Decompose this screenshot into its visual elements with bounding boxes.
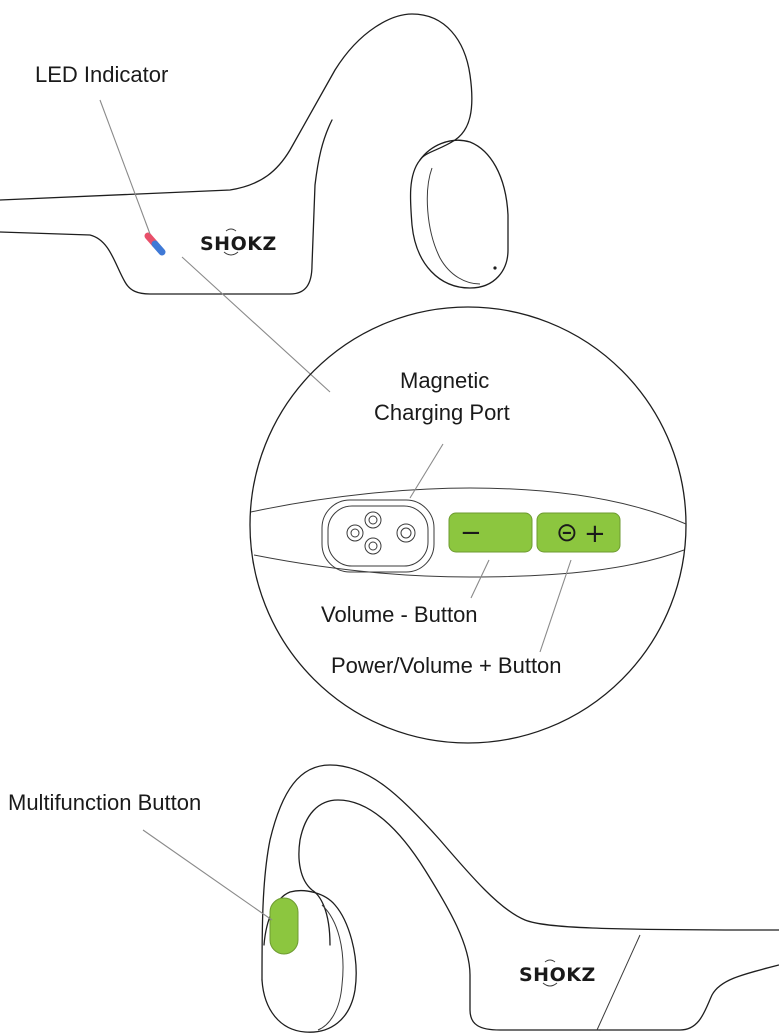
charging-port-label-line1: Magnetic (400, 368, 489, 393)
multifunction-leader (142, 829, 273, 921)
volume-minus-button[interactable] (448, 512, 533, 553)
power-icon: ⊝ (556, 518, 578, 548)
volume-minus-label: Volume - Button (321, 602, 478, 627)
volume-minus-leader (470, 559, 490, 599)
top-shokz-logo: SHOKZ (200, 233, 277, 255)
top-logo-wave-icon (223, 228, 239, 256)
power-volume-plus-label: Power/Volume + Button (331, 653, 562, 678)
bottom-shokz-logo: SHOKZ (519, 964, 596, 986)
bottom-headphone-illustration (261, 764, 779, 1033)
zoom-detail: − ⊝ + (250, 487, 687, 578)
top-headphone-illustration (0, 13, 509, 295)
bottom-logo-wave-icon (542, 959, 558, 987)
plus-icon: + (584, 519, 606, 549)
charging-port (321, 499, 435, 573)
charging-port-leader (409, 443, 444, 499)
multifunction-label: Multifunction Button (8, 790, 201, 815)
multifunction-button[interactable] (269, 897, 299, 955)
led-indicator-icon (144, 232, 166, 256)
led-indicator-leader (99, 99, 151, 235)
power-volume-plus-leader (539, 559, 572, 653)
zoom-circle (249, 306, 687, 744)
mic-hole-dot (493, 266, 497, 270)
led-indicator-label: LED Indicator (35, 62, 168, 87)
power-volume-plus-button[interactable] (536, 512, 621, 553)
zoom-leader-line (181, 256, 331, 393)
minus-icon: − (460, 518, 482, 548)
charging-port-label-line2: Charging Port (374, 400, 510, 425)
charging-port-pins (346, 511, 416, 555)
